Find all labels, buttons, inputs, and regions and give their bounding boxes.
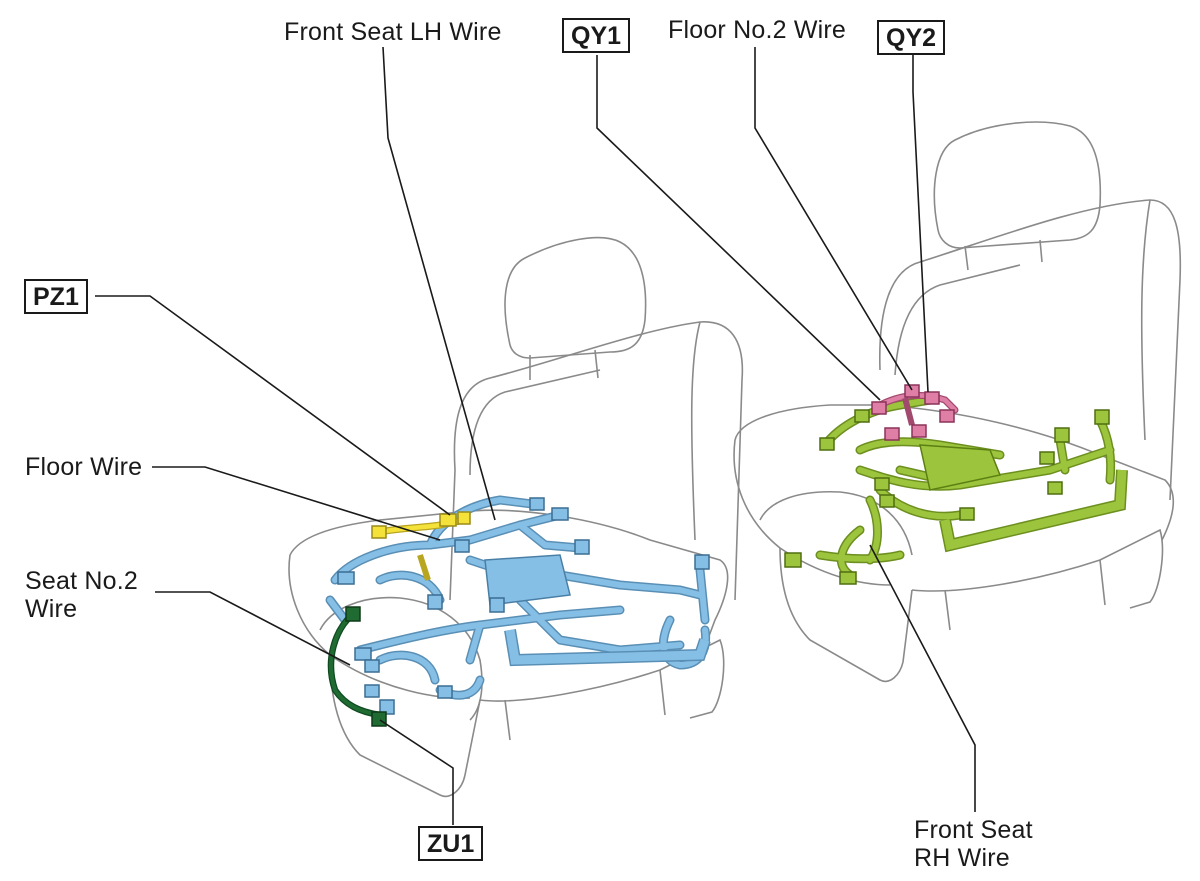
connector-tag-zu1: ZU1 [418,826,484,861]
front-seat-rh-wire-harness [784,395,1128,585]
front-seat-lh-wire-harness [325,495,711,715]
label-floor-no2-wire: Floor No.2 Wire [668,16,847,44]
connector-tag-qy1: QY1 [562,18,631,53]
label-floor-wire: Floor Wire [25,453,143,481]
label-front-seat-rh-wire: Front Seat RH Wire [914,816,1033,872]
label-seat-no2-wire: Seat No.2 Wire [25,567,138,623]
floor-wire-harness [371,511,471,581]
left-seat-outline [288,236,744,797]
leader-lines [95,46,976,825]
seat-no2-wire-harness [327,606,387,727]
label-front-seat-lh-wire: Front Seat LH Wire [284,18,502,46]
connector-tag-pz1: PZ1 [24,279,88,314]
floor-no2-wire-harness [871,384,959,441]
right-seat-outline [733,121,1182,682]
connector-tag-qy2: QY2 [877,20,946,55]
